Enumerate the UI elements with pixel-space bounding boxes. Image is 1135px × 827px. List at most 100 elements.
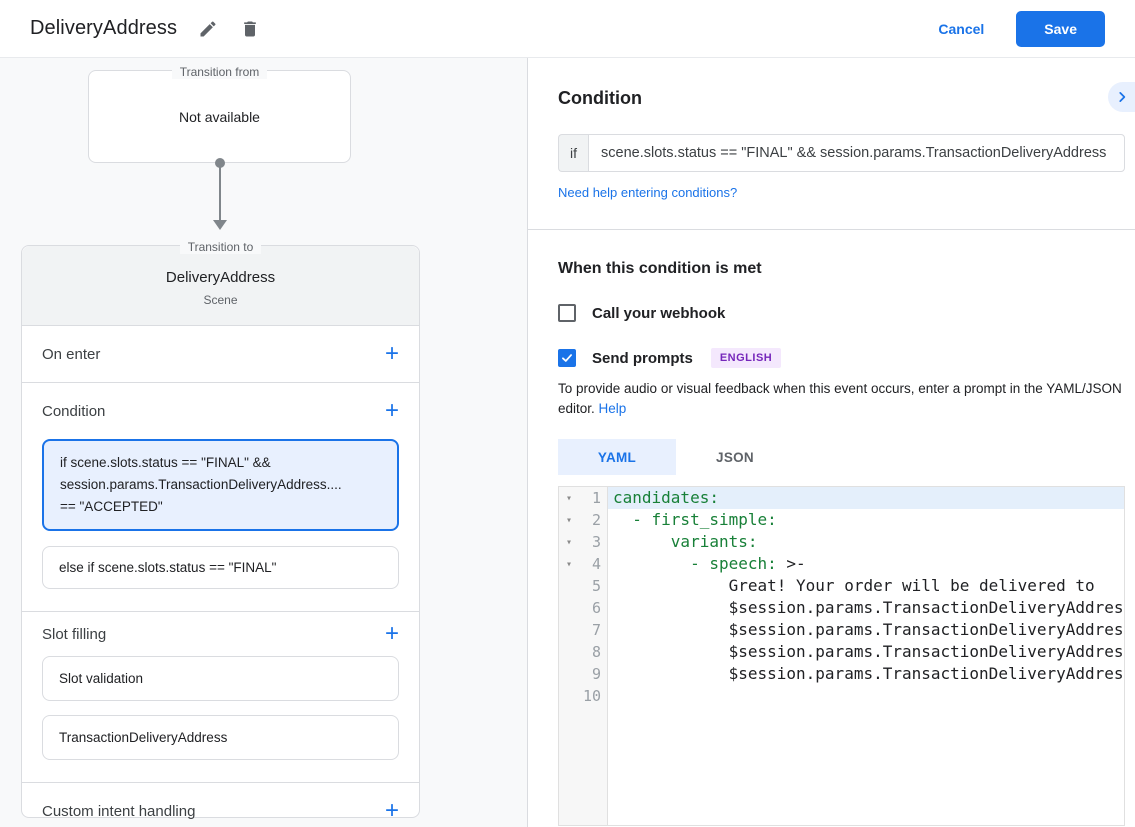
code-line[interactable]: $session.params.TransactionDeliveryAddre… xyxy=(608,641,1124,663)
if-prefix-label: if xyxy=(558,134,588,172)
fold-gutter xyxy=(559,619,579,641)
add-custom-intent-button[interactable]: + xyxy=(384,797,399,824)
transition-from-value: Not available xyxy=(179,108,260,125)
pencil-icon xyxy=(200,20,216,36)
code-line[interactable]: candidates: xyxy=(608,487,1124,509)
line-number: 1 xyxy=(579,487,608,509)
line-number: 8 xyxy=(579,641,608,663)
transition-from-box: Transition from Not available xyxy=(88,65,351,163)
editor-format-tabs: YAML JSON xyxy=(558,439,1125,475)
code-line-row: 6 $session.params.TransactionDeliveryAdd… xyxy=(559,597,1124,619)
slot-filling-label: Slot filling xyxy=(42,625,107,643)
fold-toggle-icon[interactable]: ▾ xyxy=(559,553,579,575)
code-line-row: 5 Great! Your order will be delivered to xyxy=(559,575,1124,597)
call-webhook-label[interactable]: Call your webhook xyxy=(592,304,726,322)
conditions-help-link[interactable]: Need help entering conditions? xyxy=(558,185,738,200)
condition-expression-input[interactable] xyxy=(588,134,1125,172)
help-link[interactable]: Help xyxy=(598,401,627,416)
code-line[interactable]: - first_simple: xyxy=(608,509,1124,531)
line-number: 2 xyxy=(579,509,608,531)
feedback-description: To provide audio or visual feedback when… xyxy=(558,381,1122,416)
slot-validation-item[interactable]: Slot validation xyxy=(42,656,399,701)
slot-filling-section: Slot filling + Slot validation Transacti… xyxy=(22,612,419,783)
code-line[interactable]: $session.params.TransactionDeliveryAddre… xyxy=(608,663,1124,685)
fold-gutter xyxy=(559,663,579,685)
code-line[interactable]: Great! Your order will be delivered to xyxy=(608,575,1124,597)
tab-json[interactable]: JSON xyxy=(716,449,754,465)
call-webhook-checkbox[interactable] xyxy=(558,304,576,322)
code-line-row: ▾3 variants: xyxy=(559,531,1124,553)
connector-dot xyxy=(215,158,225,168)
transition-to-legend: Transition to xyxy=(22,238,419,256)
condition-heading: Condition xyxy=(558,88,642,108)
delete-scene-button[interactable] xyxy=(239,18,261,40)
section-divider xyxy=(528,229,1135,230)
code-line[interactable]: $session.params.TransactionDeliveryAddre… xyxy=(608,619,1124,641)
code-line[interactable]: - speech: >- xyxy=(608,553,1124,575)
send-prompts-row: Send prompts ENGLISH xyxy=(558,348,1125,368)
custom-intent-section: Custom intent handling + xyxy=(22,783,419,827)
main-content: Transition from Not available Transition… xyxy=(0,58,1135,827)
code-token: Great! Your order will be delivered to xyxy=(613,576,1095,595)
editor-filler xyxy=(559,707,1124,825)
flow-diagram-panel: Transition from Not available Transition… xyxy=(0,58,527,827)
code-area[interactable] xyxy=(608,707,1124,825)
arrow-down-icon xyxy=(213,220,227,230)
code-token: variants: xyxy=(613,532,758,551)
line-number-gutter xyxy=(579,707,608,825)
send-prompts-checkbox[interactable] xyxy=(558,349,576,367)
slot-transaction-item[interactable]: TransactionDeliveryAddress xyxy=(42,715,399,760)
checkmark-icon xyxy=(562,354,572,362)
code-line-row: 7 $session.params.TransactionDeliveryAdd… xyxy=(559,619,1124,641)
line-number: 3 xyxy=(579,531,608,553)
scene-name: DeliveryAddress xyxy=(165,269,276,286)
code-line[interactable]: $session.params.TransactionDeliveryAddre… xyxy=(608,597,1124,619)
code-line-row: 10 xyxy=(559,685,1124,707)
code-line-row: 9 $session.params.TransactionDeliveryAdd… xyxy=(559,663,1124,685)
code-token: $session.params.TransactionDeliveryAddre… xyxy=(613,598,1124,617)
page-title: DeliveryAddress xyxy=(30,17,178,39)
code-token: >- xyxy=(776,554,806,573)
line-number: 9 xyxy=(579,663,608,685)
tab-yaml[interactable]: YAML xyxy=(558,439,676,475)
code-line-row: 8 $session.params.TransactionDeliveryAdd… xyxy=(559,641,1124,663)
code-token: - speech: xyxy=(613,554,777,573)
collapse-panel-button[interactable] xyxy=(1108,82,1135,112)
on-enter-section: On enter + xyxy=(22,326,419,383)
fold-toggle-icon[interactable]: ▾ xyxy=(559,531,579,553)
condition-item-selected[interactable]: if scene.slots.status == "FINAL" && sess… xyxy=(42,439,399,531)
add-slot-button[interactable]: + xyxy=(384,620,399,647)
code-line-row: ▾4 - speech: >- xyxy=(559,553,1124,575)
code-token: $session.params.TransactionDeliveryAddre… xyxy=(613,620,1124,639)
line-number: 4 xyxy=(579,553,608,575)
add-condition-button[interactable]: + xyxy=(384,397,399,424)
edit-title-button[interactable] xyxy=(197,18,219,40)
condition-item-else[interactable]: else if scene.slots.status == "FINAL" xyxy=(42,546,399,589)
fold-gutter xyxy=(559,597,579,619)
code-token: $session.params.TransactionDeliveryAddre… xyxy=(613,642,1124,661)
cancel-button[interactable]: Cancel xyxy=(926,13,996,45)
condition-editor-panel: Condition if Need help entering conditio… xyxy=(527,58,1135,827)
code-line[interactable] xyxy=(608,685,1124,707)
custom-intent-label: Custom intent handling xyxy=(42,802,196,820)
code-token: - first_simple: xyxy=(613,510,777,529)
trash-icon xyxy=(244,21,256,36)
connector-line xyxy=(219,166,221,221)
language-badge: ENGLISH xyxy=(710,348,782,368)
top-bar: DeliveryAddress Cancel Save xyxy=(0,0,1135,58)
add-on-enter-button[interactable]: + xyxy=(384,340,399,367)
scene-card-header[interactable]: DeliveryAddress Scene xyxy=(22,246,419,326)
fold-toggle-icon[interactable]: ▾ xyxy=(559,487,579,509)
save-button[interactable]: Save xyxy=(1016,10,1105,47)
fold-toggle-icon[interactable]: ▾ xyxy=(559,509,579,531)
send-prompts-label[interactable]: Send prompts xyxy=(592,349,693,367)
condition-label: Condition xyxy=(42,402,106,420)
transition-from-legend: Transition from xyxy=(89,63,350,81)
code-line-row: ▾2 - first_simple: xyxy=(559,509,1124,531)
chevron-right-icon xyxy=(1118,92,1125,102)
fold-gutter xyxy=(559,575,579,597)
code-line[interactable]: variants: xyxy=(608,531,1124,553)
condition-expression-row: if xyxy=(558,134,1125,172)
